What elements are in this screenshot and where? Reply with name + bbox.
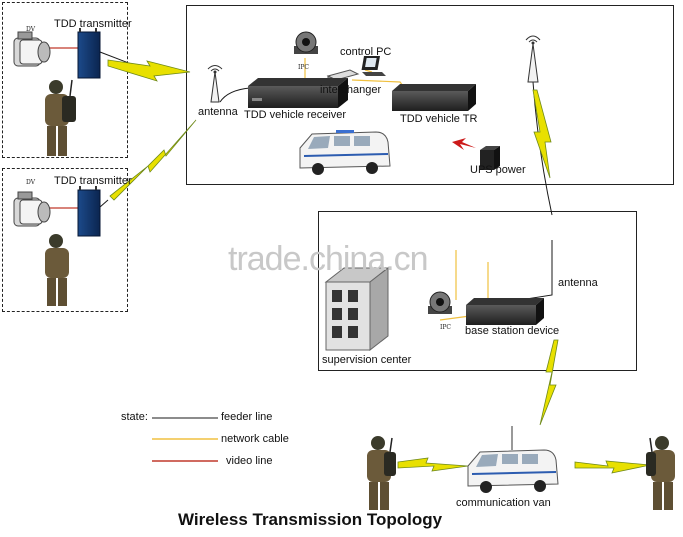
legend-state-label: state: xyxy=(121,411,148,423)
tdd-vehicle-tr-label: TDD vehicle TR xyxy=(400,113,478,125)
wireless-link-soldier-van-left xyxy=(397,457,469,472)
legend-feeder-line-label: feeder line xyxy=(221,411,273,423)
tdd-transmitter-icon-2 xyxy=(77,186,101,237)
wireless-link-soldier-van-right xyxy=(574,460,651,474)
watermark: trade.china.cn xyxy=(228,240,429,278)
communication-van-label: communication van xyxy=(456,497,551,509)
page-title: Wireless Transmission Topology xyxy=(178,510,443,529)
video-lines xyxy=(48,47,78,209)
ups-power-label: UPS power xyxy=(470,164,526,176)
ipc-vehicle-icon xyxy=(294,31,318,54)
dv-camera-icon-2 xyxy=(13,191,51,227)
ups-power-icon xyxy=(480,146,500,170)
tdd-vehicle-receiver-label: TDD vehicle receiver xyxy=(244,109,347,121)
ipc-station-label: IPC xyxy=(440,324,451,331)
arrow-icon xyxy=(452,138,476,150)
interchanger-label: interchanger xyxy=(320,84,382,96)
communication-van-icon xyxy=(467,426,559,493)
soldier-icon-bottom-right xyxy=(646,436,675,510)
antenna-vehicle-icon xyxy=(207,65,223,103)
tdd-vehicle-receiver-icon xyxy=(248,78,348,108)
antenna-vehicle-label: antenna xyxy=(198,106,238,118)
vehicle-van-icon xyxy=(299,130,391,175)
tdd-transmitter-icon xyxy=(77,28,101,79)
legend-network-cable-label: network cable xyxy=(221,433,289,445)
legend-video-line-label: video line xyxy=(226,455,273,467)
wireless-link-station-van xyxy=(539,339,559,426)
base-station-device-label: base station device xyxy=(465,325,560,337)
tdd-transmitter-label-2: TDD transmitter xyxy=(54,175,132,187)
base-station-device-icon xyxy=(466,298,544,325)
control-pc-icon xyxy=(361,56,386,76)
ipc-station-icon xyxy=(428,291,452,314)
ipc-vehicle-label: IPC xyxy=(298,64,309,71)
supervision-center-building-icon xyxy=(324,266,390,352)
antenna-station-icon xyxy=(525,35,541,83)
dv-label-2: DV xyxy=(26,179,36,186)
antenna-station-label: antenna xyxy=(558,277,598,289)
tdd-vehicle-tr-icon xyxy=(392,84,476,111)
control-pc-label: control PC xyxy=(340,46,392,58)
transmitter-group-1 xyxy=(2,2,128,158)
station-frame xyxy=(318,211,637,371)
transmitter-group-2 xyxy=(2,168,128,312)
soldier-icon xyxy=(45,79,76,156)
tdd-transmitter-label-1: TDD transmitter xyxy=(54,18,132,30)
wireless-link-vehicle-station xyxy=(532,89,552,179)
soldier-icon-2 xyxy=(45,234,69,306)
legend-swatches xyxy=(152,417,218,462)
vehicle-frame xyxy=(186,5,674,185)
supervision-center-label: supervision center xyxy=(322,354,412,366)
wireless-link-tx2-antenna xyxy=(109,119,197,201)
dv-label-1: DV xyxy=(26,26,36,33)
dv-camera-icon xyxy=(13,31,51,67)
wireless-link-tx1-antenna xyxy=(107,59,191,82)
soldier-icon-bottom-left xyxy=(367,436,396,510)
